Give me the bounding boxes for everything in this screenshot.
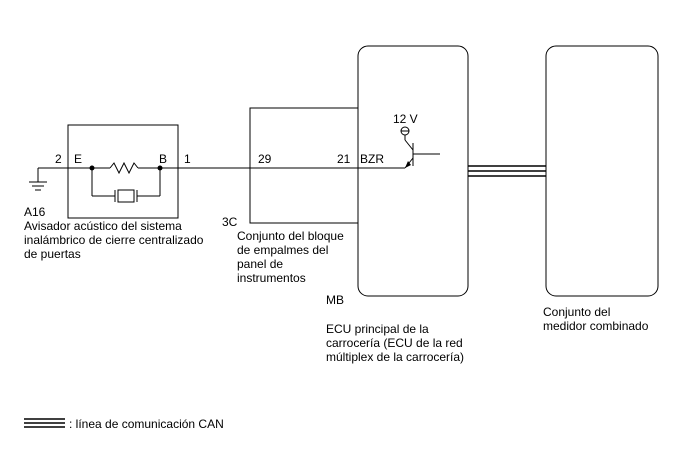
legend-can-symbol <box>24 418 65 428</box>
meter-name-line-1: Conjunto del <box>543 305 610 319</box>
meter-name-line-2: medidor combinado <box>543 319 649 333</box>
junction-name-line-1: Conjunto del bloque <box>237 229 344 243</box>
buzzer-pin-right: 1 <box>184 152 191 166</box>
power-source-icon <box>400 126 410 136</box>
buzzer-name-line-1: Avisador acústico del sistema <box>24 219 182 233</box>
ground-icon <box>29 168 47 191</box>
ecu-name-line-1: ECU principal de la <box>326 322 429 336</box>
buzzer-terminal-left: E <box>74 152 82 166</box>
legend-can-label: : línea de comunicación CAN <box>69 417 224 431</box>
ecu-name-line-2: carrocería (ECU de la red <box>326 336 463 350</box>
junction-block-box <box>249 107 359 224</box>
ecu-voltage: 12 V <box>393 112 418 126</box>
buzzer-node-right <box>157 165 163 171</box>
ecu-code: MB <box>326 293 344 307</box>
buzzer-pin-left: 2 <box>55 152 62 166</box>
junction-code: 3C <box>222 215 238 229</box>
buzzer-box <box>67 124 179 219</box>
buzzer-terminal-right: B <box>159 152 167 166</box>
ecu-name-line-3: múltiplex de la carrocería) <box>326 350 464 364</box>
buzzer-name-line-3: de puertas <box>24 247 81 261</box>
ecu-pin: 21 <box>337 152 351 166</box>
buzzer-name-line-2: inalámbrico de cierre centralizado <box>24 233 204 247</box>
ecu-terminal: BZR <box>360 152 384 166</box>
buzzer-code: A16 <box>24 205 46 219</box>
can-bus-lines <box>468 165 546 177</box>
junction-pin: 29 <box>258 152 272 166</box>
meter-box <box>545 45 659 297</box>
junction-name-line-3: panel de <box>237 257 283 271</box>
junction-name-line-2: de empalmes del <box>237 243 328 257</box>
transistor-arrow-icon <box>405 161 411 168</box>
buzzer-node-left <box>89 165 95 171</box>
ecu-box <box>357 45 469 297</box>
junction-name-line-4: instrumentos <box>237 271 306 285</box>
